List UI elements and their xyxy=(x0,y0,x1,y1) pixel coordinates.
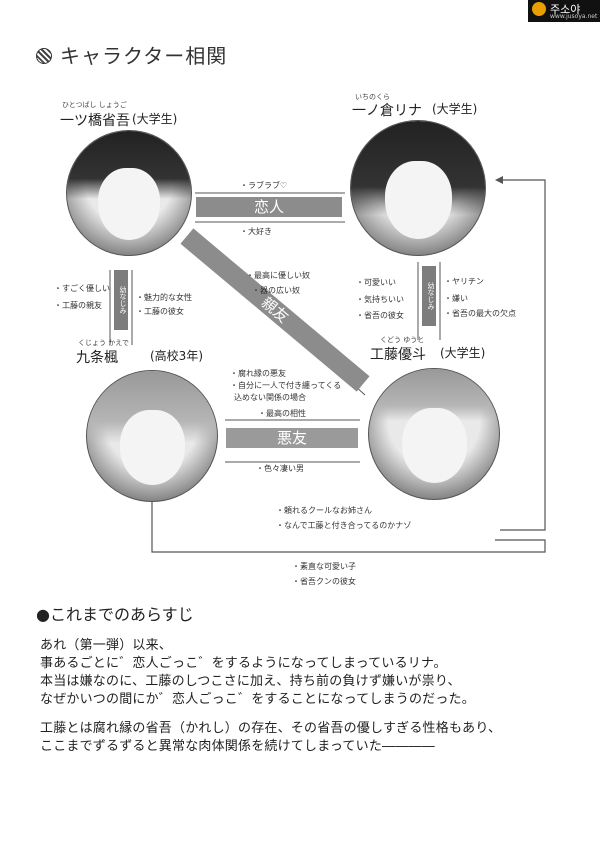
kudou-to-kaede-note-1: ・頼れるクールなお姉さん xyxy=(276,506,372,515)
summary-line-1: あれ（第一弾）以来、 xyxy=(40,638,173,653)
kaede-role: (高校3年) xyxy=(150,349,203,363)
rina-portrait xyxy=(350,120,486,256)
kaede-note-2: ・自分に一人で付き纏ってくる xyxy=(230,381,342,390)
right-note-r2: ・嫌い xyxy=(444,294,468,303)
kaede-ruby: くじょう かえで xyxy=(78,339,130,347)
right-note-l3: ・省吾の彼女 xyxy=(356,311,404,320)
outer-note-2: ・省吾クンの彼女 xyxy=(292,577,356,586)
left-note-r1: ・魅力的な女性 xyxy=(136,293,192,302)
outer-line-bottom xyxy=(151,500,546,553)
right-vertical-band: 幼なじみ xyxy=(422,266,436,326)
kudou-role: (大学生) xyxy=(440,346,486,360)
kudou-to-kaede-note-2: ・なんで工藤と付き合ってるのかナゾ xyxy=(276,521,412,530)
shogo-name: 一ツ橋省吾 xyxy=(60,113,130,129)
kudou-ruby: くどう ゆうと xyxy=(380,336,425,344)
kaede-note-1: ・腐れ縁の悪友 xyxy=(230,369,286,378)
watermark-badge: 주소야 www.jusoya.net xyxy=(528,0,600,22)
shogo-role: (大学生) xyxy=(132,112,178,126)
kudou-name: 工藤優斗 xyxy=(370,347,426,363)
right-note-l2: ・気持ちいい xyxy=(356,295,404,304)
friend-note-2: ・器の広い奴 xyxy=(252,286,300,295)
lovers-band: 恋人 xyxy=(196,197,342,217)
right-note-r1: ・ヤリチン xyxy=(444,277,484,286)
friend-note-1: ・最高に優しい奴 xyxy=(246,271,310,280)
lovers-top-note: ・ラブラブ♡ xyxy=(240,181,288,190)
kaede-note-3: 込めない関係の場合 xyxy=(234,393,306,402)
summary-line-3: 本当は嫌なのに、工藤のしつこさに加え、持ち前の負けず嫌いが祟り、 xyxy=(40,674,461,689)
kaede-portrait xyxy=(86,370,218,502)
logo-icon xyxy=(532,2,546,16)
shogo-ruby: ひとつばし しょうご xyxy=(62,101,127,109)
right-note-r3: ・省吾の最大の欠点 xyxy=(444,309,516,318)
left-vertical-band: 幼なじみ xyxy=(114,270,128,330)
summary-line-4: なぜかいつの間にか゛恋人ごっこ゛をすることになってしまうのだった。 xyxy=(40,692,475,707)
outer-note-1: ・素直な可愛い子 xyxy=(292,562,356,571)
kaede-kudou-top-note: ・最高の相性 xyxy=(258,409,306,418)
summary-heading: ●これまでのあらすじ xyxy=(36,605,194,624)
kaede-kudou-band: 悪友 xyxy=(226,428,358,448)
kaede-name: 九条楓 xyxy=(76,350,118,366)
summary-line-5: 工藤とは腐れ縁の省吾（かれし）の存在、その省吾の優しすぎる性格もあり、 xyxy=(40,721,502,736)
watermark-text: 주소야 xyxy=(550,3,581,16)
page-title: キャラクター相関 xyxy=(60,44,228,68)
left-note-l1: ・すごく優しい xyxy=(54,284,110,293)
outer-line-right xyxy=(497,179,546,531)
watermark-url: www.jusoya.net xyxy=(550,13,598,20)
left-note-l2: ・工藤の親友 xyxy=(54,301,102,310)
lovers-bottom-note: ・大好き xyxy=(240,227,272,236)
kaede-kudou-bottom-note: ・色々凄い男 xyxy=(256,464,304,473)
shogo-portrait xyxy=(66,130,192,256)
summary-line-2: 事あるごとに゛恋人ごっこ゛をするようになってしまっているリナ。 xyxy=(40,656,447,671)
rina-role: (大学生) xyxy=(432,102,478,116)
kudou-portrait xyxy=(368,368,500,500)
rina-name: 一ノ倉リナ xyxy=(352,103,422,119)
left-note-r2: ・工藤の彼女 xyxy=(136,307,184,316)
heading-bullet-icon xyxy=(36,48,52,64)
right-note-l1: ・可愛いい xyxy=(356,278,396,287)
summary-line-6: ここまでずるずると異常な肉体関係を続けてしまっていた―――― xyxy=(40,739,435,754)
rina-ruby: いちのくら xyxy=(355,93,390,101)
arrow-head xyxy=(495,176,503,184)
